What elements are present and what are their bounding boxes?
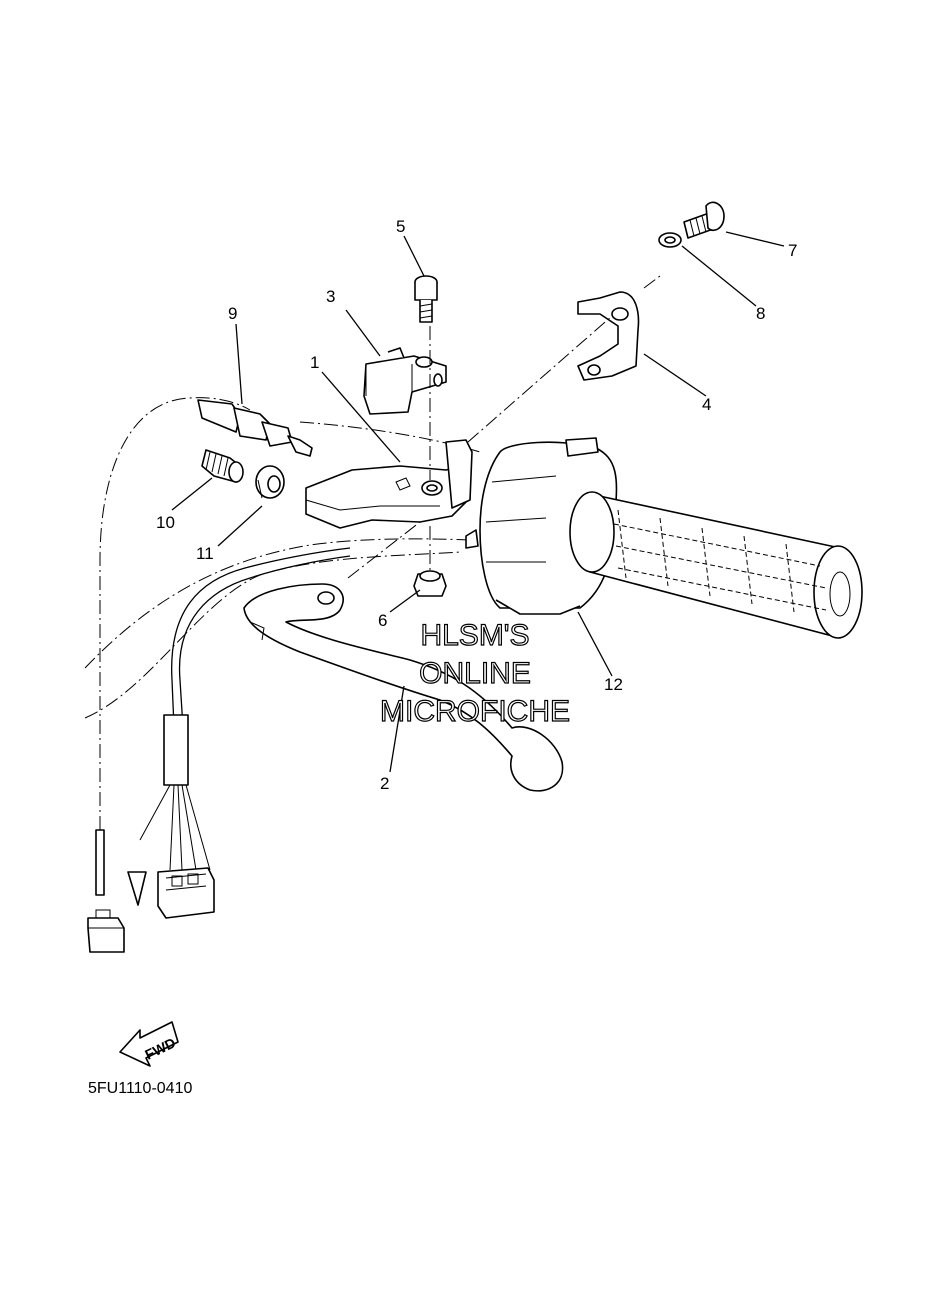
throttle-connector — [87, 909, 125, 953]
leader-lines — [171, 231, 785, 773]
throttle-cable-end — [197, 399, 313, 457]
clamp-part-4 — [577, 291, 640, 381]
callout-7: 7 — [788, 241, 797, 260]
locknut-part-11 — [255, 465, 285, 499]
adjuster-part-10 — [201, 449, 244, 483]
callout-10: 10 — [156, 513, 175, 532]
throttle-cable — [99, 397, 251, 830]
ground-terminal — [127, 871, 147, 906]
switch-wire-sleeve — [163, 714, 189, 786]
callout-4: 4 — [702, 395, 711, 414]
bolt-part-7 — [683, 201, 725, 239]
callout-1: 1 — [310, 353, 319, 372]
switch-wire-2 — [171, 547, 351, 776]
diagram-code: 5FU1110-0410 — [88, 1080, 192, 1097]
handlebar-grip — [569, 491, 863, 639]
lever-holder-part-1 — [305, 439, 479, 549]
bolt-7-axis — [643, 275, 661, 289]
callout-2: 2 — [380, 774, 389, 793]
watermark-line-2: ONLINE — [419, 657, 531, 690]
callout-11: 11 — [196, 544, 214, 563]
watermark-line-1: HLSM'S — [420, 619, 529, 652]
handlebar-outline — [299, 421, 481, 453]
callout-8: 8 — [756, 304, 765, 323]
switch-wire — [178, 555, 351, 776]
switch-connector — [157, 867, 215, 919]
watermark-line-3: MICROFICHE — [380, 695, 570, 728]
throttle-cable-lower — [95, 829, 105, 896]
callout-5: 5 — [396, 217, 405, 236]
fwd-arrow-icon: FWD — [119, 1021, 179, 1067]
clamp-axis — [467, 315, 613, 443]
handlebar-lower-outline — [84, 538, 471, 669]
nut-part-6 — [413, 570, 447, 597]
switch-wire-leads — [139, 784, 211, 871]
washer-part-8 — [658, 232, 682, 248]
callout-3: 3 — [326, 287, 335, 306]
screw-part-5 — [414, 275, 438, 323]
callout-6: 6 — [378, 611, 387, 630]
brake-switch-part-3 — [363, 347, 447, 415]
callout-12: 12 — [604, 675, 623, 694]
callout-9: 9 — [228, 304, 237, 323]
